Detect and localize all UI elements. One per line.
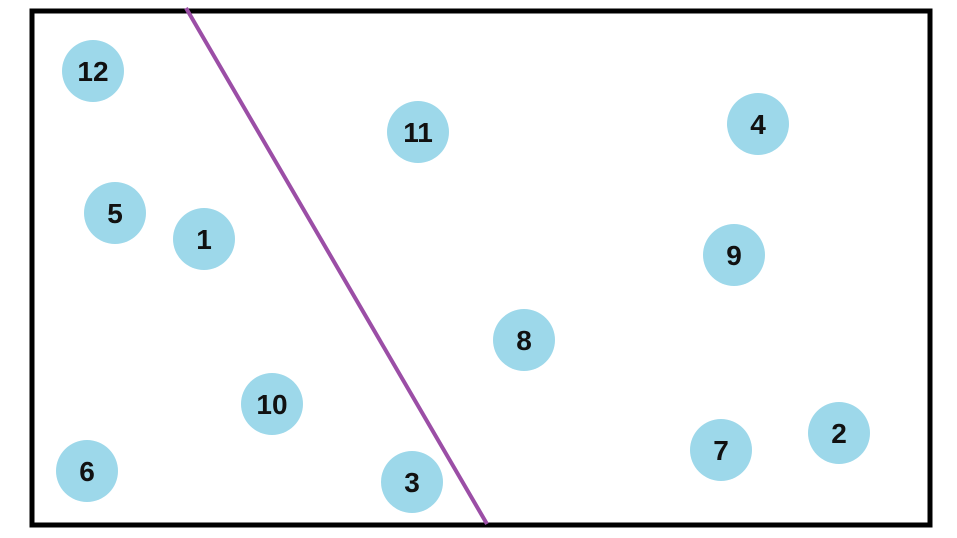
node-label: 12	[77, 56, 108, 87]
node-circle	[690, 419, 752, 481]
node-label: 9	[726, 240, 742, 271]
node-label: 6	[79, 456, 95, 487]
node-label: 2	[831, 418, 847, 449]
node-circle	[727, 93, 789, 155]
node-9: 9	[703, 224, 765, 286]
node-label: 11	[403, 117, 433, 148]
node-12: 12	[62, 40, 124, 102]
nodes-layer: 12 11 4 5 1 9 8 10 2 7 6 3	[56, 40, 870, 513]
node-circle	[387, 101, 449, 163]
node-label: 3	[404, 467, 420, 498]
node-label: 10	[256, 389, 287, 420]
node-circle	[493, 309, 555, 371]
divider-line	[184, 6, 489, 526]
node-circle	[56, 440, 118, 502]
node-11: 11	[387, 101, 449, 163]
node-circle	[381, 451, 443, 513]
node-circle	[808, 402, 870, 464]
node-circle	[703, 224, 765, 286]
node-6: 6	[56, 440, 118, 502]
node-circle	[62, 40, 124, 102]
node-label: 8	[516, 325, 532, 356]
node-2: 2	[808, 402, 870, 464]
node-10: 10	[241, 373, 303, 435]
node-label: 5	[107, 198, 123, 229]
node-5: 5	[84, 182, 146, 244]
node-label: 4	[750, 109, 766, 140]
node-label: 7	[713, 435, 729, 466]
node-circle	[173, 208, 235, 270]
node-8: 8	[493, 309, 555, 371]
node-3: 3	[381, 451, 443, 513]
node-4: 4	[727, 93, 789, 155]
node-label: 1	[196, 224, 212, 255]
node-1: 1	[173, 208, 235, 270]
diagram-border	[29, 8, 933, 528]
node-7: 7	[690, 419, 752, 481]
node-circle	[84, 182, 146, 244]
node-circle	[241, 373, 303, 435]
